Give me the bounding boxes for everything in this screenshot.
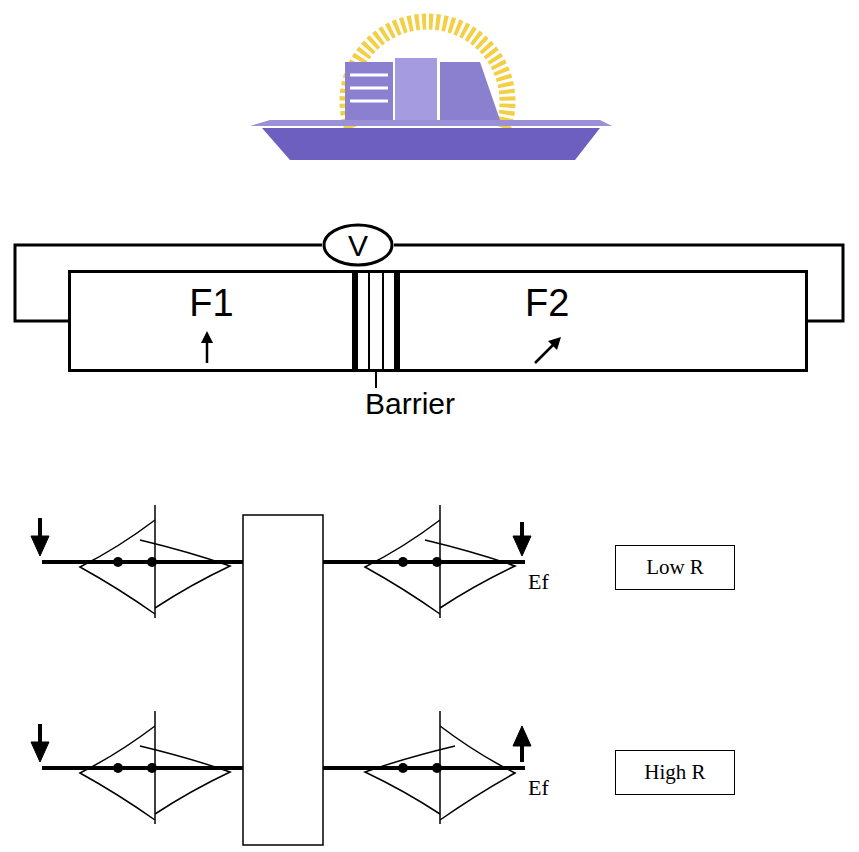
node-label: V (348, 229, 368, 262)
barrier-line (382, 272, 384, 370)
watermark-logo (250, 22, 612, 160)
ferromagnet-layer: F1 (68, 270, 355, 372)
dos-curve (440, 726, 515, 820)
logo-stripe (350, 87, 388, 90)
leader-line (375, 372, 377, 388)
spin-arrow (206, 340, 209, 363)
energy-label: Ef (528, 775, 549, 801)
arrow-head (31, 536, 49, 556)
electron-dot (147, 763, 157, 773)
arrow-head (513, 536, 531, 556)
circuit-wire (394, 245, 843, 321)
logo-building (440, 62, 500, 120)
voltmeter-outline (324, 225, 392, 265)
dos-curve (140, 540, 230, 608)
logo-hull (262, 128, 600, 160)
node-label: Low R (646, 556, 704, 579)
logo-building (395, 58, 437, 120)
arrow-head (513, 726, 531, 746)
electron-dot (398, 557, 408, 567)
logo-stripe (350, 100, 388, 103)
spin-arrow (520, 744, 524, 762)
voltmeter-circle: V (322, 223, 394, 267)
arrow-head (548, 337, 561, 350)
barrier-line (368, 272, 370, 370)
electron-dot (113, 557, 123, 567)
electron-dot (147, 557, 157, 567)
electron-dot (432, 763, 442, 773)
logo-stripe (350, 74, 388, 77)
electron-dot (432, 557, 442, 567)
node-label: High R (644, 761, 705, 784)
node-label: Barrier (365, 387, 455, 420)
arrow-head (201, 331, 213, 343)
logo-deck (250, 120, 612, 126)
dos-curve (365, 520, 440, 614)
arrow-head (31, 742, 49, 762)
resistance-box: High R (615, 750, 735, 795)
dos-curve (80, 726, 155, 820)
tunnel-barrier (243, 515, 323, 845)
energy-label: Ef (528, 569, 549, 595)
ferromagnet-layer: F2 (397, 270, 808, 372)
node-label: F1 (189, 283, 233, 325)
circuit-wire (15, 245, 322, 321)
dos-curve (365, 746, 455, 814)
electron-dot (113, 763, 123, 773)
resistance-box: Low R (615, 545, 735, 590)
dos-curve (80, 520, 155, 614)
dos-curve (425, 540, 515, 608)
barrier-layer: Barrier (355, 270, 397, 372)
magnetization-arrows (201, 331, 561, 363)
spin-arrow (535, 344, 554, 363)
dos-curve (140, 746, 230, 814)
logo-building (345, 62, 393, 124)
electron-dot (398, 763, 408, 773)
spin-arrows (31, 518, 531, 762)
node-label: F2 (525, 283, 569, 325)
